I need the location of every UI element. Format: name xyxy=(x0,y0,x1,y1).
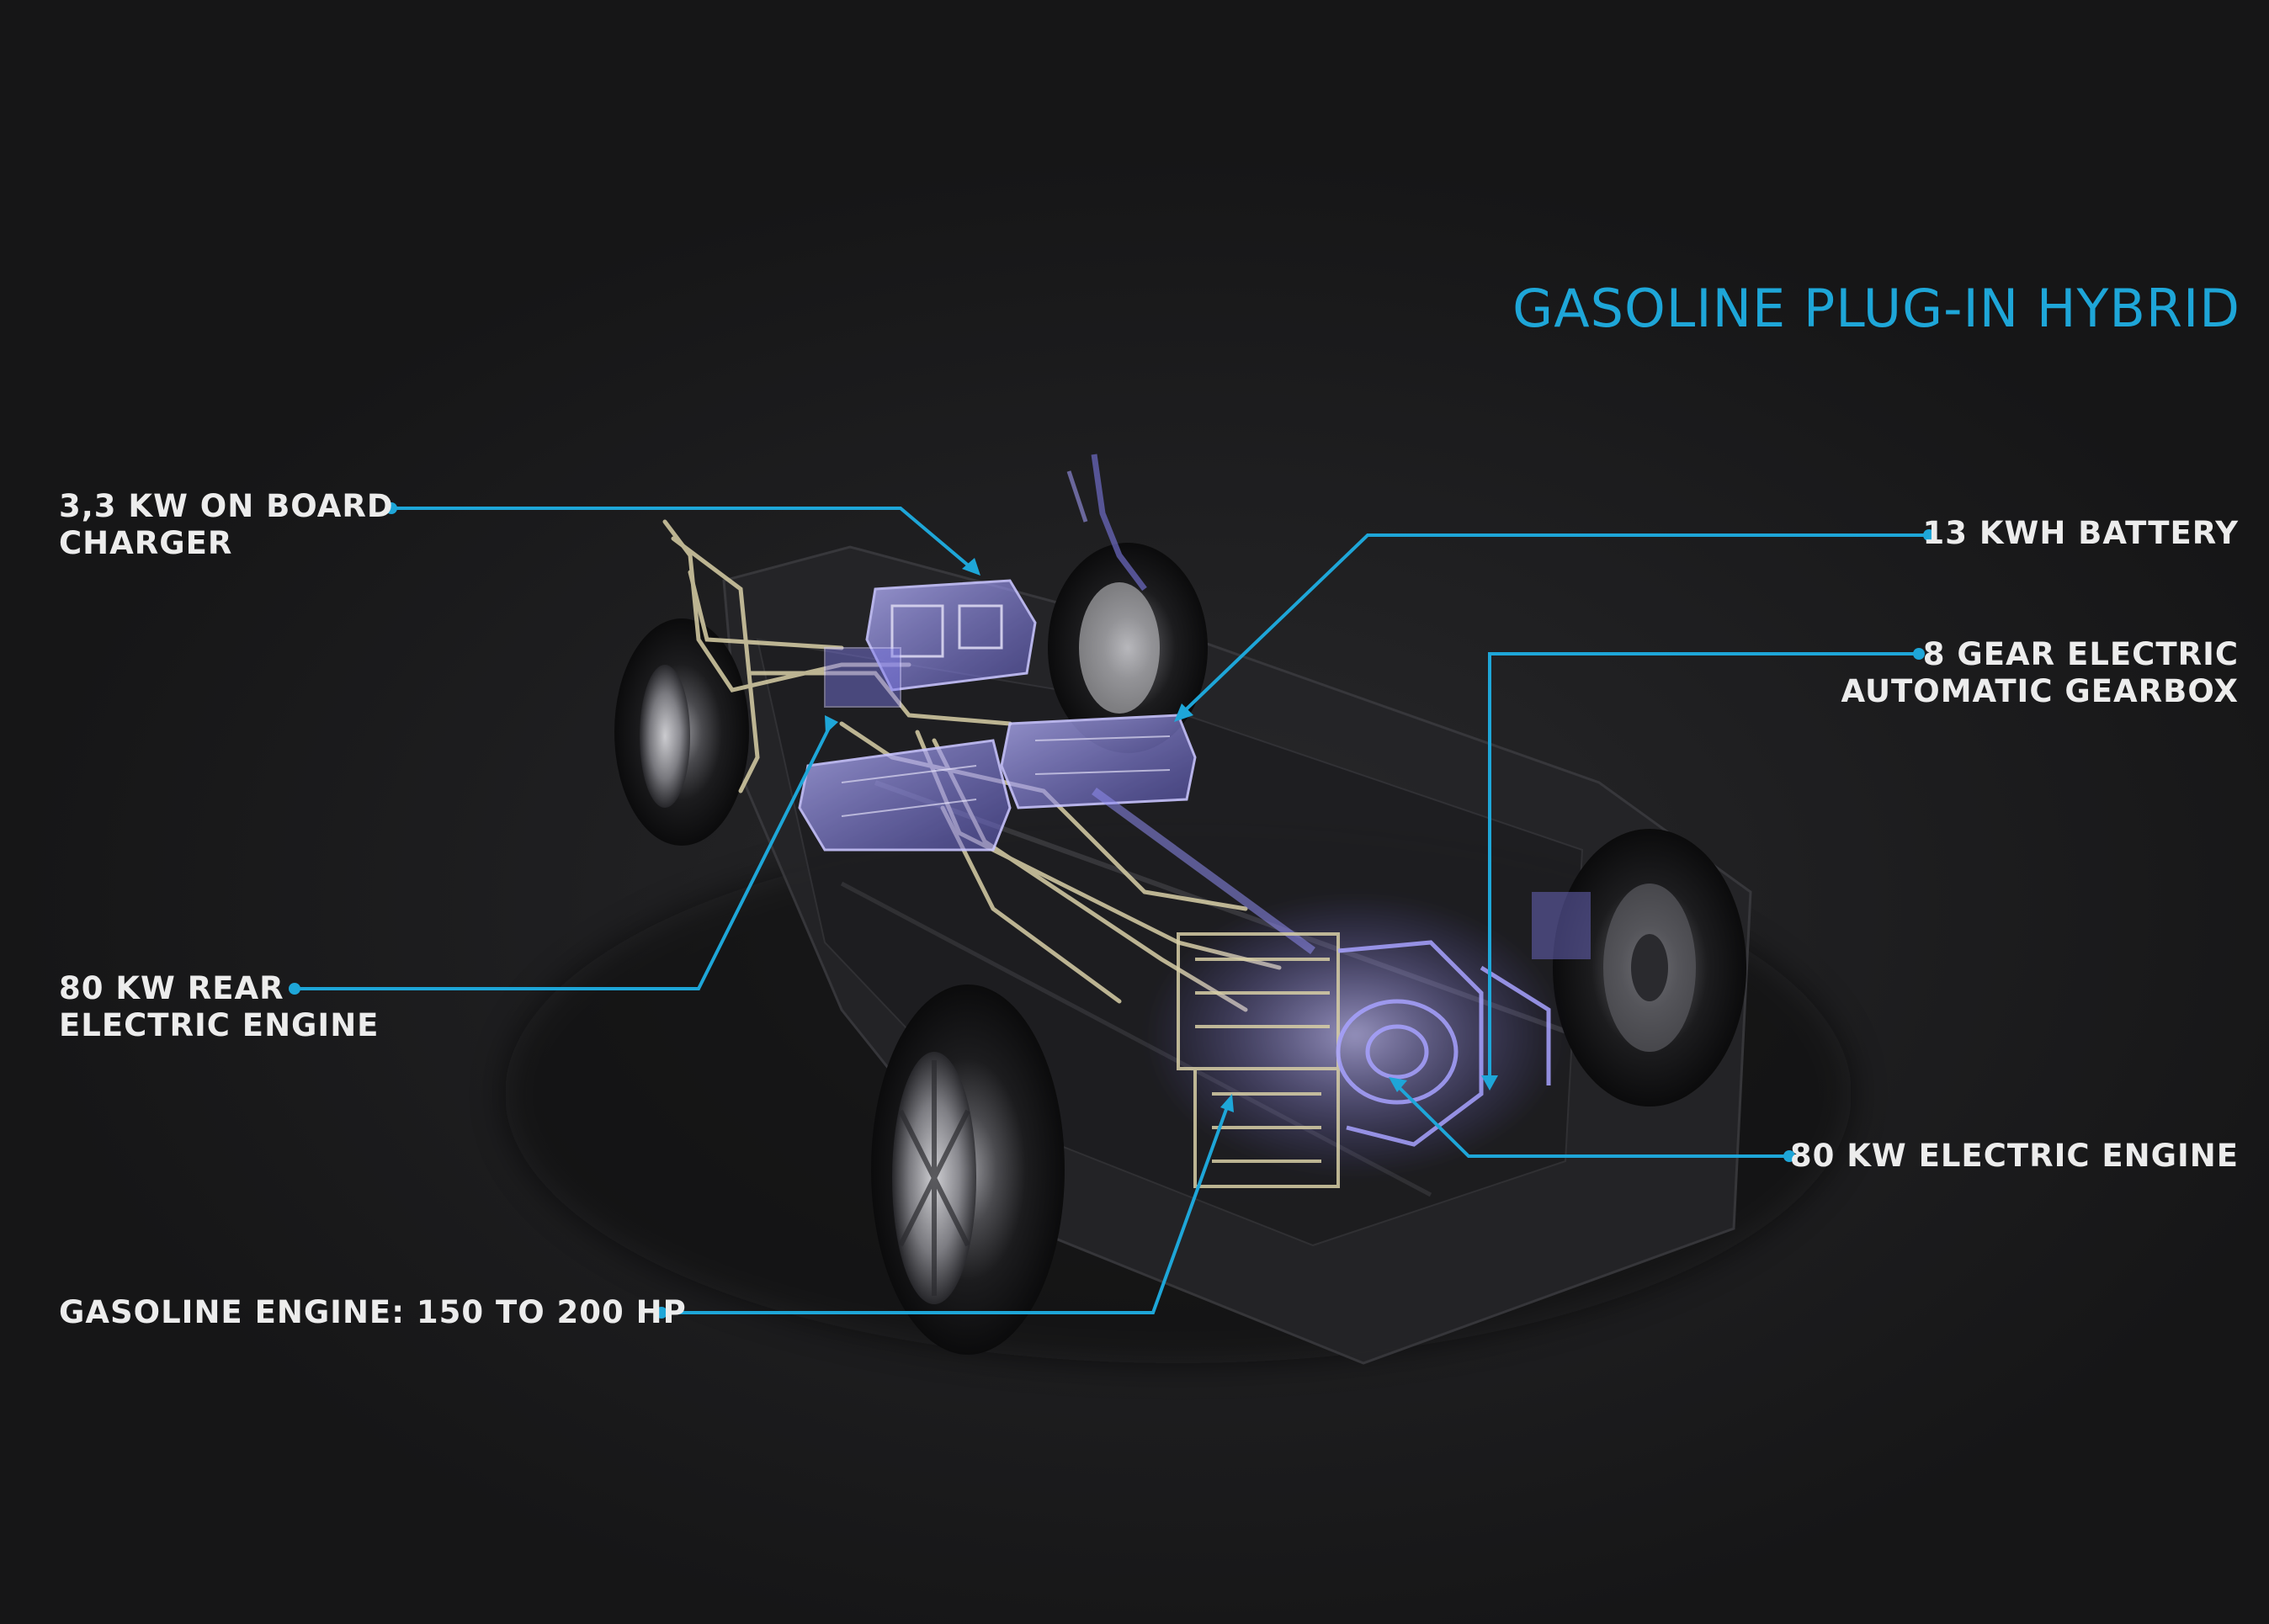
label-gearbox-line-2: AUTOMATIC GEARBOX xyxy=(1841,673,2239,709)
label-electric-engine: 80 KW ELECTRIC ENGINE xyxy=(1790,1138,2239,1175)
wheel-front-right xyxy=(1553,829,1746,1107)
label-gasoline-engine-line-1: GASOLINE ENGINE: 150 TO 200 HP xyxy=(59,1294,687,1330)
leader-gasoline-engine xyxy=(662,1101,1230,1314)
leader-charger xyxy=(391,507,978,574)
charger-unit xyxy=(865,579,1037,692)
diagram-title: GASOLINE PLUG-IN HYBRID xyxy=(1512,278,2240,339)
label-rear-engine: 80 KW REAR ELECTRIC ENGINE xyxy=(59,970,379,1044)
engine-bay xyxy=(1145,892,1591,1188)
callout-dots xyxy=(289,502,1935,1319)
leader-electric-engine xyxy=(1391,1080,1789,1158)
label-charger: 3,3 KW ON BOARD CHARGER xyxy=(59,488,394,562)
leader-gearbox xyxy=(1488,652,1919,1082)
wheel-rear-right xyxy=(1048,454,1208,753)
label-gasoline-engine: GASOLINE ENGINE: 150 TO 200 HP xyxy=(59,1294,687,1331)
label-charger-line-2: CHARGER xyxy=(59,525,233,561)
leader-rear-engine xyxy=(295,727,831,990)
label-rear-engine-line-2: ELECTRIC ENGINE xyxy=(59,1007,380,1043)
label-gearbox: 8 GEAR ELECTRIC AUTOMATIC GEARBOX xyxy=(1841,636,2240,710)
leader-battery xyxy=(1177,533,1929,719)
wheel-rear-left xyxy=(614,618,749,846)
callout-arrowheads xyxy=(825,558,1498,1112)
label-battery: 13 KWH BATTERY xyxy=(1922,515,2239,552)
wheel-front-left xyxy=(871,984,1065,1355)
label-battery-line-1: 13 KWH BATTERY xyxy=(1922,515,2239,551)
label-charger-line-1: 3,3 KW ON BOARD xyxy=(59,488,394,524)
rear-motor xyxy=(824,647,901,708)
callout-lines xyxy=(295,507,1929,1314)
label-electric-engine-line-1: 80 KW ELECTRIC ENGINE xyxy=(1789,1138,2239,1174)
label-gearbox-line-1: 8 GEAR ELECTRIC xyxy=(1922,636,2239,672)
battery-pack xyxy=(798,714,1197,852)
label-rear-engine-line-1: 80 KW REAR xyxy=(59,970,284,1006)
